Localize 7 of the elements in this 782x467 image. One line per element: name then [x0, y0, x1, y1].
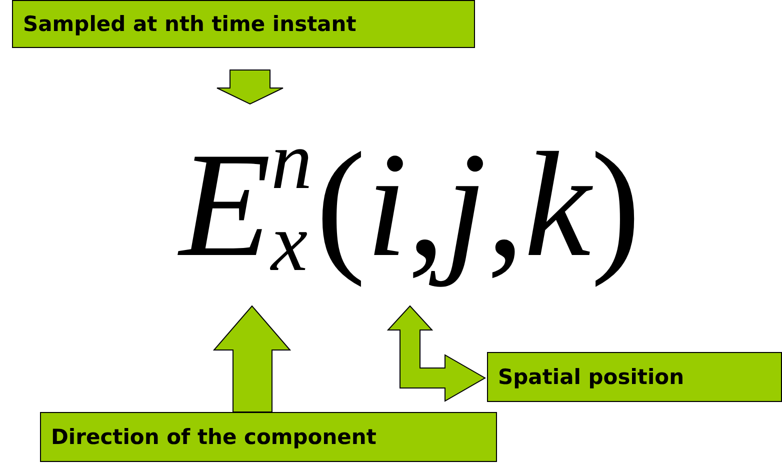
double-block-arrow [386, 305, 486, 402]
field-formula: E$^{n}$$_{x}$(i,j,k) [120, 105, 700, 305]
label-box: Direction of the component [40, 412, 497, 462]
label-box: Sampled at nth time instant [12, 0, 475, 48]
block-arrow [216, 70, 284, 105]
label-box: Spatial position [487, 352, 782, 402]
block-arrow [212, 305, 292, 412]
